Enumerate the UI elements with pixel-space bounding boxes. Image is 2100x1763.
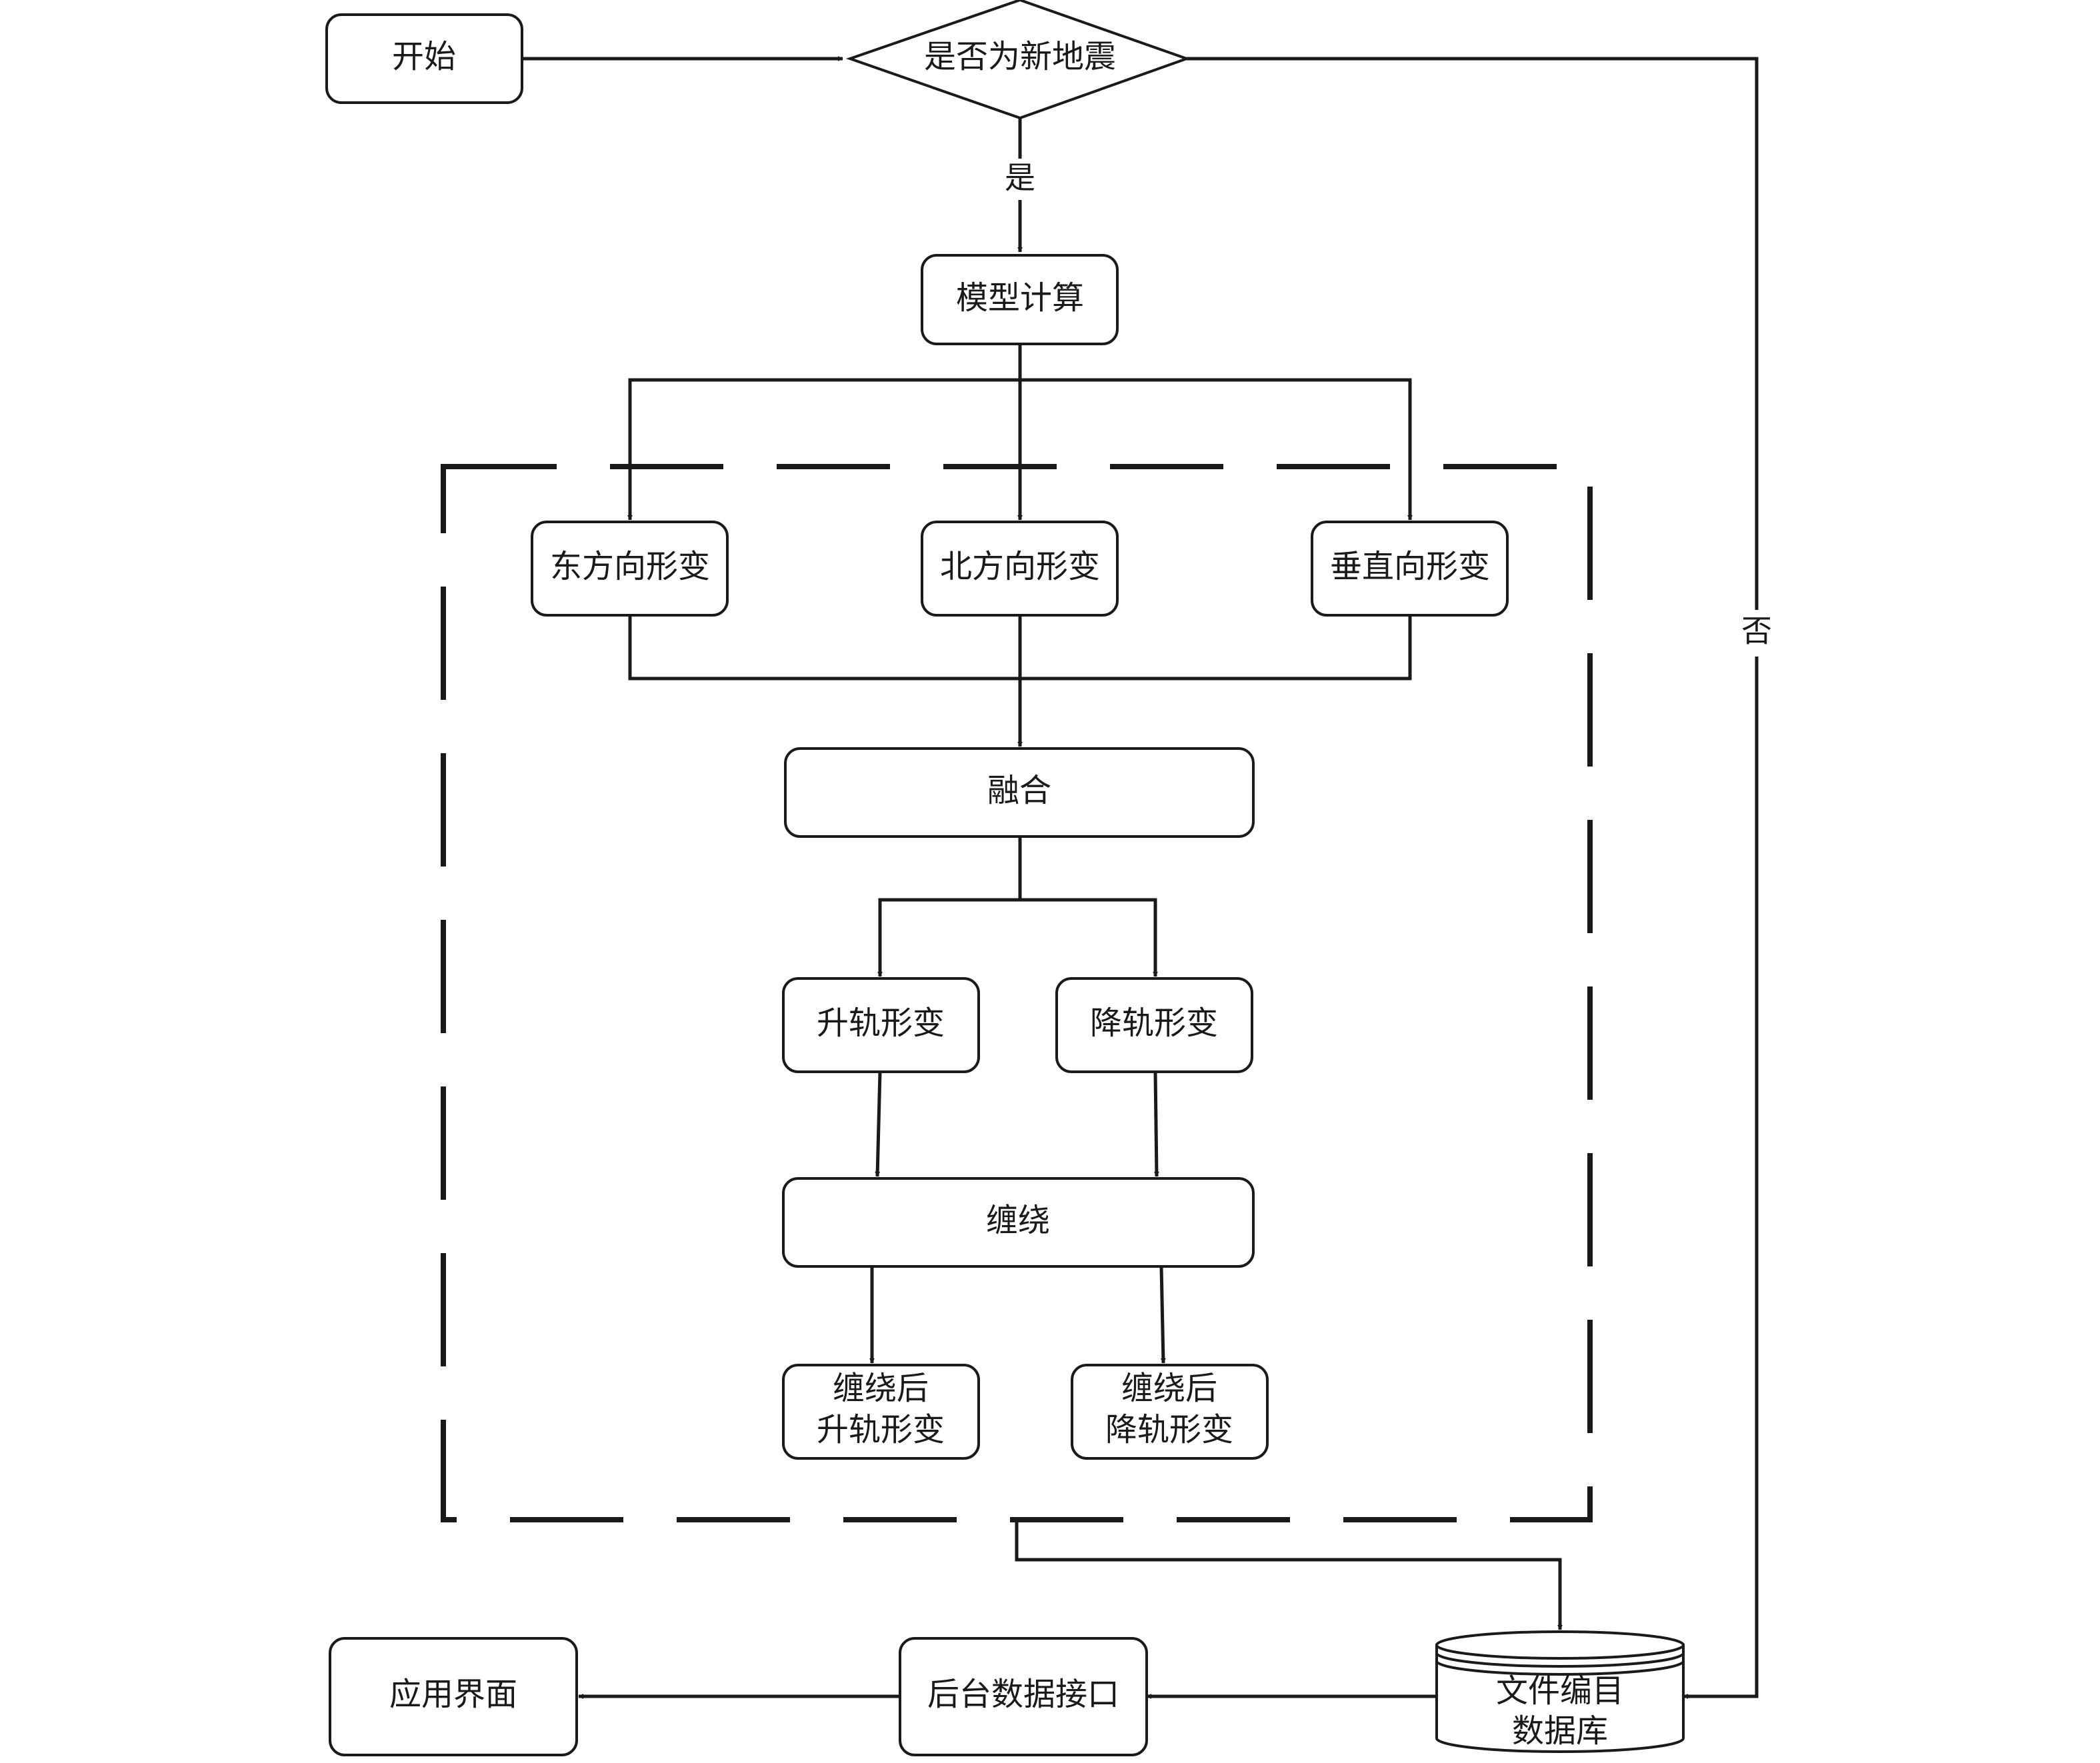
wrapped-ascending-label-line2: 升轨形变	[817, 1411, 945, 1448]
decision-label: 是否为新地震	[924, 38, 1116, 75]
edge-wrapping-wrapped-descending	[1159, 1266, 1166, 1364]
backend-label: 后台数据接口	[927, 1676, 1119, 1713]
fusion-label: 融合	[987, 772, 1051, 809]
vertical-node	[1311, 521, 1509, 617]
edge-descending-wrapping	[1153, 1071, 1159, 1177]
processing-region	[441, 464, 1593, 1522]
database-label-line2: 数据库	[1512, 1712, 1608, 1750]
edge-fusion-descending	[1020, 898, 1158, 977]
model-node	[921, 254, 1119, 345]
start-node	[325, 13, 523, 104]
edge-label-no: 否	[1741, 613, 1772, 649]
wrapped-ascending-node	[782, 1364, 980, 1460]
model-label: 模型计算	[956, 279, 1084, 317]
edge-label-no-bg	[1737, 610, 1777, 657]
edge-model-east	[627, 378, 1020, 521]
edge-decision-database	[1187, 57, 1759, 1699]
wrapped-ascending-label-line1: 缠绕后	[833, 1370, 929, 1407]
wrapped-descending-label-line1: 缠绕后	[1121, 1370, 1217, 1407]
edge-model-vertical	[1020, 378, 1413, 521]
edge-fusion-ascending	[877, 898, 1020, 977]
vertical-label: 垂直向形变	[1330, 548, 1490, 585]
ascending-label: 升轨形变	[817, 1004, 945, 1042]
wrapped-descending-label-line2: 降轨形变	[1105, 1411, 1233, 1448]
app-node	[329, 1637, 578, 1756]
edge-label-yes: 是	[1005, 160, 1035, 196]
decision-node	[845, 0, 1191, 120]
east-node	[531, 521, 729, 617]
database-label-line1: 文件编目	[1496, 1672, 1624, 1710]
wrapped-descending-node	[1071, 1364, 1269, 1460]
descending-label: 降轨形变	[1090, 1004, 1218, 1042]
north-label: 北方向形变	[940, 548, 1100, 585]
wrapping-label: 缠绕	[986, 1202, 1050, 1239]
database-node	[1435, 1630, 1685, 1753]
wrapping-node	[782, 1177, 1255, 1268]
descending-node	[1055, 977, 1253, 1073]
ascending-node	[782, 977, 980, 1073]
app-label: 应用界面	[389, 1676, 517, 1713]
start-label: 开始	[392, 38, 456, 75]
backend-node	[899, 1637, 1148, 1756]
edge-region-database	[1015, 1521, 1563, 1630]
fusion-node	[784, 747, 1255, 838]
north-node	[921, 521, 1119, 617]
edge-ascending-wrapping	[875, 1071, 882, 1177]
east-label: 东方向形变	[550, 548, 710, 585]
